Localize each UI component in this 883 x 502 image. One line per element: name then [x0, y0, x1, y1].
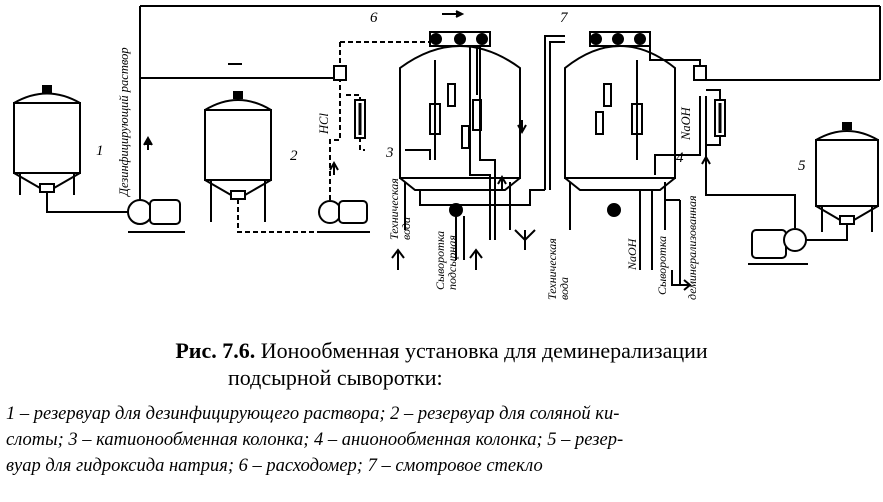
column-4-anion [564, 31, 726, 285]
label-tech-water-left-1: Техническая [387, 178, 401, 240]
label-num-4: 4 [676, 150, 684, 166]
label-num-1: 1 [96, 143, 104, 159]
label-tech-water-mid-1: Техническая [545, 238, 559, 300]
legend-line-3: вуар для гидроксида натрия; 6 – расходом… [6, 456, 543, 476]
label-hcl: HCl [317, 113, 331, 135]
tank-1-disinfectant [13, 85, 130, 213]
label-whey-demin-2: деминерализованная [685, 195, 699, 300]
ion-exchange-diagram: 1 2 3 4 5 6 7 Дезинфицирующий раствор HC… [13, 5, 881, 300]
label-whey-1: Сыворотка [433, 231, 447, 290]
pump-1 [127, 6, 185, 233]
label-whey-2: подсырная [445, 235, 459, 290]
label-tech-water-left-2: вода [399, 217, 413, 240]
top-pipe [140, 5, 881, 81]
label-num-2: 2 [290, 148, 298, 164]
label-num-6: 6 [370, 10, 378, 26]
label-num-3: 3 [385, 145, 394, 161]
label-num-5: 5 [798, 158, 806, 174]
legend-line-1: 1 – резервуар для дезинфицирующего раств… [6, 404, 620, 424]
legend-line-2: слоты; 3 – катионообменная колонка; 4 – … [6, 430, 624, 450]
tank-5-naoh [800, 122, 879, 241]
flow-arrows [143, 120, 711, 291]
figure-title-line2: подсырной сыворотки: [228, 365, 443, 390]
pump-2 [318, 78, 370, 233]
pump-5 [705, 96, 808, 265]
label-naoh-top: NaOH [679, 106, 693, 141]
figure-caption-title: Рис. 7.6. Ионообменная установка для дем… [0, 337, 883, 365]
tank-2-hcl [204, 91, 322, 233]
hcl-line [333, 41, 430, 151]
figure-legend: 1 – резервуар для дезинфицирующего раств… [6, 401, 878, 479]
figure-title-line1: Ионообменная установка для деминерализац… [255, 338, 708, 363]
label-whey-demin-1: Сыворотка [655, 236, 669, 295]
figure-number: Рис. 7.6. [175, 338, 256, 363]
label-num-7: 7 [560, 10, 569, 26]
column-3-cation [399, 31, 565, 260]
label-disinfectant: Дезинфицирующий раствор [117, 47, 131, 197]
label-tech-water-mid-2: вода [557, 277, 571, 300]
label-naoh-bottom: NaOH [625, 237, 639, 271]
